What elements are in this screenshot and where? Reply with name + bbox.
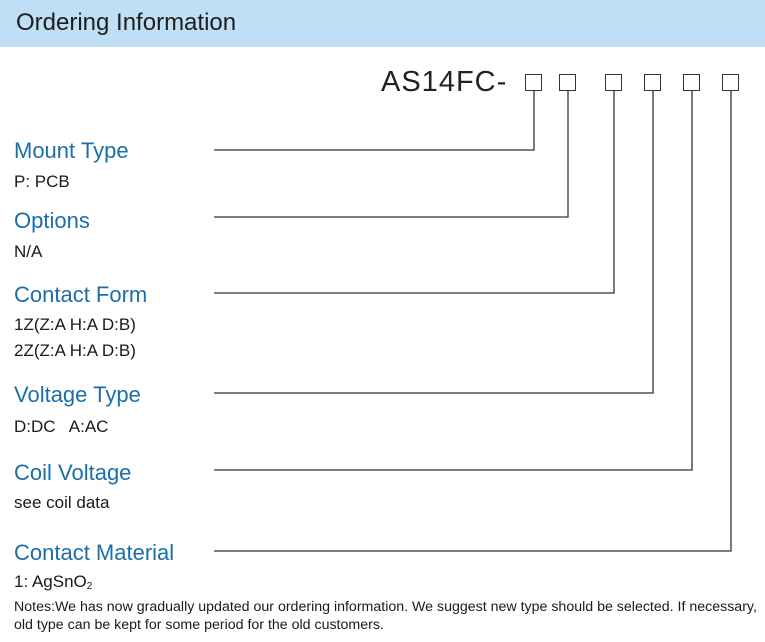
code-box-coil-voltage [683,74,700,91]
code-box-contact-material [722,74,739,91]
model-code-prefix: AS14FC- [381,66,508,98]
code-box-voltage-type [644,74,661,91]
section-title-mount-type: Mount Type [14,138,129,163]
contact-material-subscript: 2 [86,581,93,592]
section-title-contact-form: Contact Form [14,282,148,307]
page-title: Ordering Information [16,9,237,36]
section-value-contact-form-2z: 2Z(Z:A H:A D:B) [14,341,136,360]
section-title-options: Options [14,208,90,233]
leader-line-coil-voltage [214,91,693,471]
section-value-contact-material: 1: AgSnO2 [14,572,92,592]
leader-line-mount-type [214,91,535,151]
section-value-mount-type: P: PCB [14,172,70,191]
header-bar: Ordering Information [0,0,765,47]
leader-line-voltage-type [214,91,654,394]
code-box-contact-form [605,74,622,91]
notes-text: Notes:We has now gradually updated our o… [14,599,757,633]
section-value-contact-form-1z: 1Z(Z:A H:A D:B) [14,315,136,334]
section-title-coil-voltage: Coil Voltage [14,460,132,485]
leader-line-options [214,91,569,218]
section-value-coil-voltage: see coil data [14,493,110,512]
contact-material-text: 1: AgSnO [14,572,87,591]
leader-line-contact-form [214,91,615,294]
leader-line-contact-material [214,91,732,552]
code-box-options [559,74,576,91]
section-title-voltage-type: Voltage Type [14,382,141,407]
section-title-contact-material: Contact Material [14,540,177,566]
section-value-options: N/A [14,242,43,261]
code-box-mount-type [525,74,542,91]
section-value-voltage-type: D:DC A:AC [14,417,109,436]
